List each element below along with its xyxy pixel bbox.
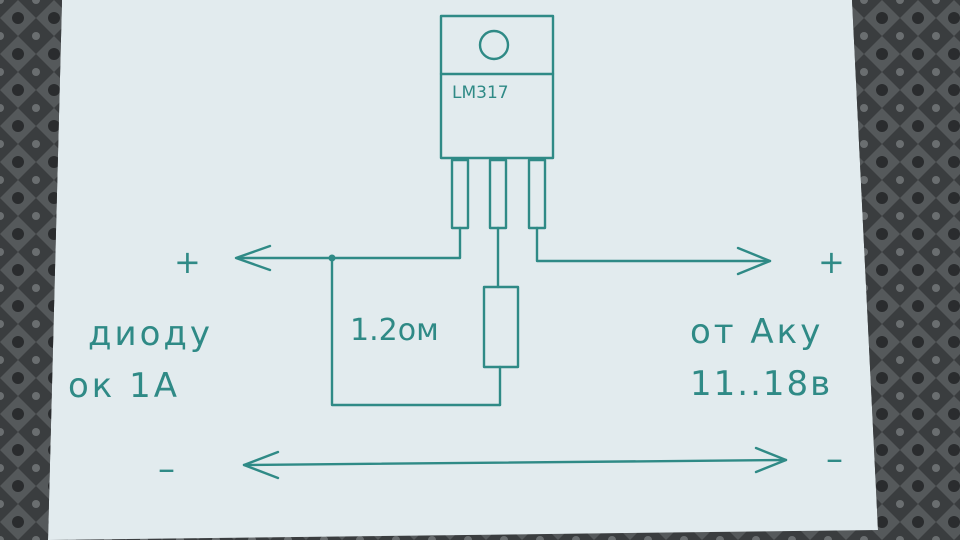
feedback-loop	[330, 256, 502, 407]
left-text-line2: ок 1А	[68, 366, 180, 406]
regulator-body	[439, 14, 555, 160]
junction-dot	[328, 254, 336, 262]
input-wire	[535, 226, 772, 263]
output-wire	[238, 226, 462, 260]
left-plus-sign: +	[174, 243, 201, 281]
ground-arrow-right	[754, 446, 788, 474]
right-text-line1: от Аку	[690, 312, 823, 352]
right-minus-sign: –	[826, 439, 843, 479]
ground-arrow-left	[242, 450, 280, 480]
input-arrow	[736, 246, 772, 276]
left-text-line1: диоду	[88, 314, 213, 354]
right-fabric-edge	[852, 0, 960, 540]
right-plus-sign: +	[818, 243, 845, 281]
ground-wire	[242, 458, 788, 467]
regulator-label: LM317	[452, 83, 509, 103]
wires	[234, 226, 788, 480]
resistor-value-label: 1.2ом	[350, 313, 439, 348]
mounting-hole	[478, 29, 510, 61]
paper-sheet	[48, 0, 878, 540]
output-arrow	[234, 244, 272, 272]
left-fabric-edge	[0, 0, 62, 540]
left-minus-sign: –	[158, 449, 175, 489]
right-text-line2: 11..18в	[690, 364, 832, 404]
